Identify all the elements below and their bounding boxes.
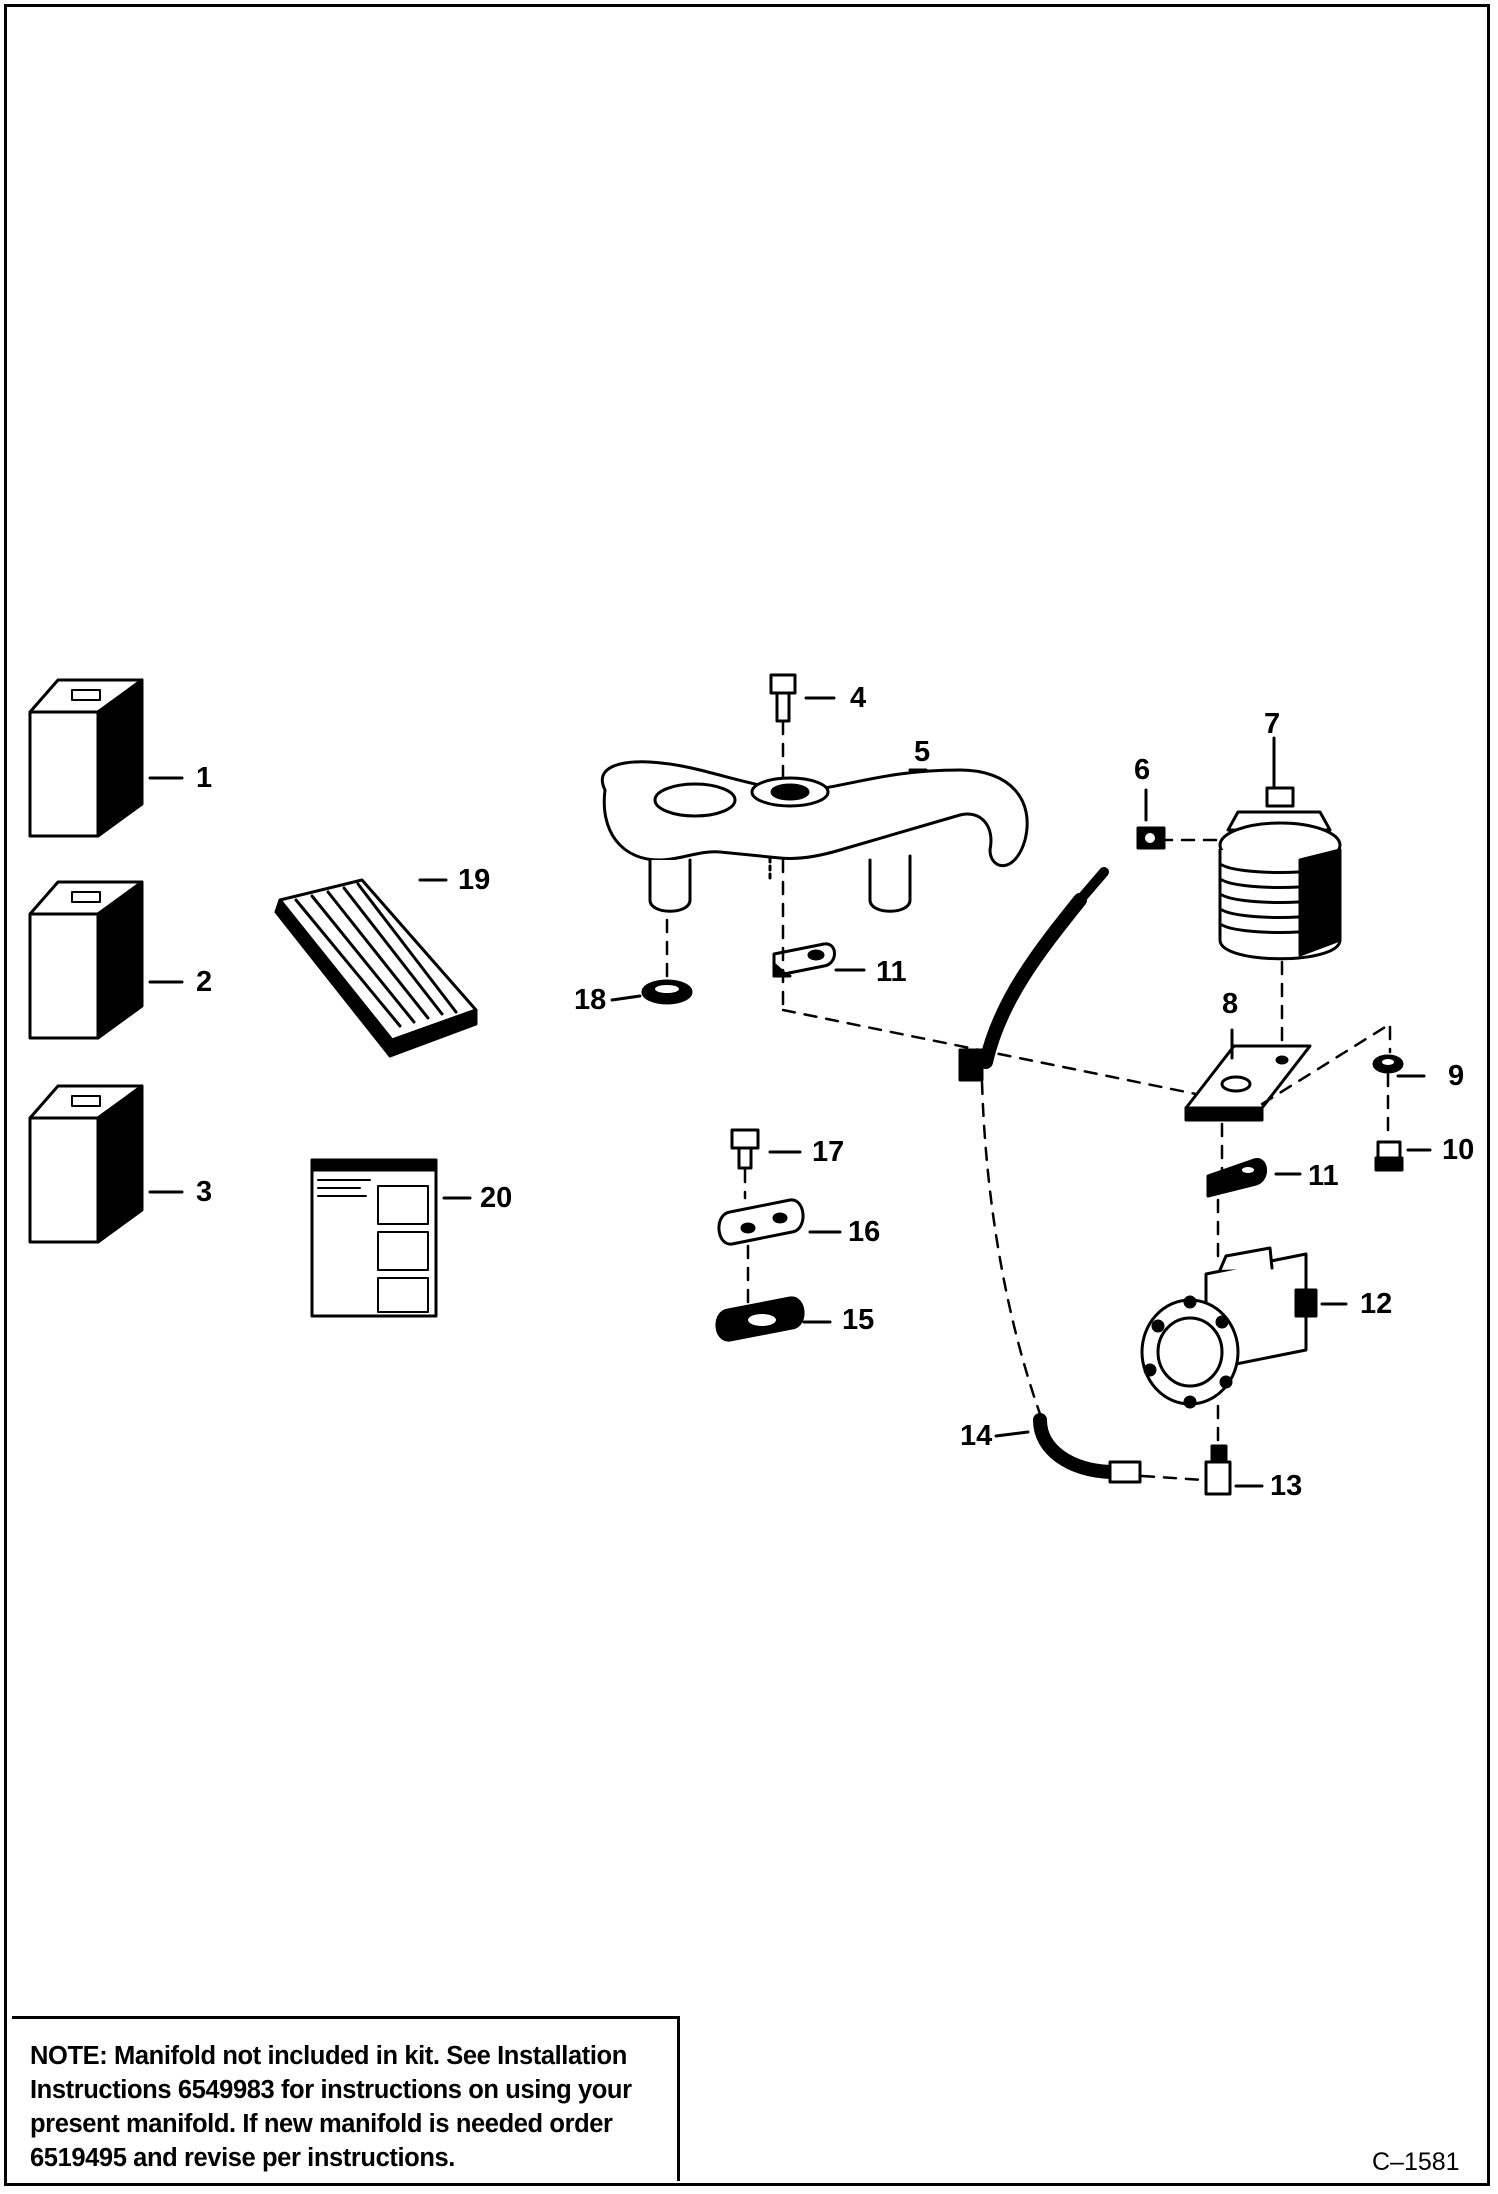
part-3-filter-element xyxy=(28,1084,144,1244)
callout-1: 1 xyxy=(196,762,213,794)
figure-code: C–1581 xyxy=(1372,2148,1460,2176)
callout-14: 14 xyxy=(960,1420,993,1452)
note-label: NOTE: xyxy=(30,2042,108,2070)
callout-18: 18 xyxy=(574,984,607,1016)
part-18-seal-ring xyxy=(641,979,693,1005)
part-13-elbow-fitting xyxy=(1204,1444,1232,1496)
callout-20: 20 xyxy=(480,1182,513,1214)
part-8-mounting-plate xyxy=(1184,1044,1312,1122)
callout-2: 2 xyxy=(196,966,213,998)
callout-7: 7 xyxy=(1264,708,1281,740)
note-text: NOTE: Manifold not included in kit. See … xyxy=(30,2039,680,2175)
callout-15: 15 xyxy=(842,1304,875,1336)
part-6-fitting xyxy=(1136,826,1166,850)
part-10-nut xyxy=(1374,1140,1404,1172)
part-5-manifold xyxy=(600,760,1029,913)
callout-5: 5 xyxy=(914,736,931,768)
part-2-filter-element xyxy=(28,880,144,1040)
leader-lines xyxy=(148,696,1432,1488)
callout-12: 12 xyxy=(1360,1288,1393,1320)
callout-10: 10 xyxy=(1442,1134,1475,1166)
part-4-bolt xyxy=(769,673,797,723)
callout-13: 13 xyxy=(1270,1470,1303,1502)
part-7-breather xyxy=(1218,786,1342,961)
part-1-filter-element xyxy=(28,678,144,838)
callout-11-lower: 11 xyxy=(1308,1160,1339,1192)
callout-4: 4 xyxy=(850,682,867,714)
part-12-pump xyxy=(1140,1246,1318,1409)
part-17-bolt xyxy=(730,1128,760,1170)
assembly-lines xyxy=(665,720,1392,1482)
callout-16: 16 xyxy=(848,1216,881,1248)
part-16-cover-plate xyxy=(717,1198,805,1246)
part-14-hose xyxy=(958,867,1142,1484)
note-box: NOTE: Manifold not included in kit. See … xyxy=(12,2016,680,2181)
callout-3: 3 xyxy=(196,1176,213,1208)
callout-6: 6 xyxy=(1134,754,1151,786)
callout-19: 19 xyxy=(458,864,491,896)
callout-9: 9 xyxy=(1448,1060,1465,1092)
part-20-instruction-sheet xyxy=(310,1158,438,1318)
part-15-gasket xyxy=(715,1296,805,1342)
part-19-finned-plate xyxy=(274,878,478,1058)
page-frame xyxy=(4,4,1490,2186)
part-9-washer xyxy=(1372,1054,1404,1074)
callout-8: 8 xyxy=(1222,988,1239,1020)
callout-17: 17 xyxy=(812,1136,845,1168)
note-body: Manifold not included in kit. See Instal… xyxy=(30,2042,632,2172)
callout-11-upper: 11 xyxy=(876,956,907,988)
part-11-gasket-upper xyxy=(772,942,836,978)
part-11-gasket-lower xyxy=(1206,1158,1267,1198)
